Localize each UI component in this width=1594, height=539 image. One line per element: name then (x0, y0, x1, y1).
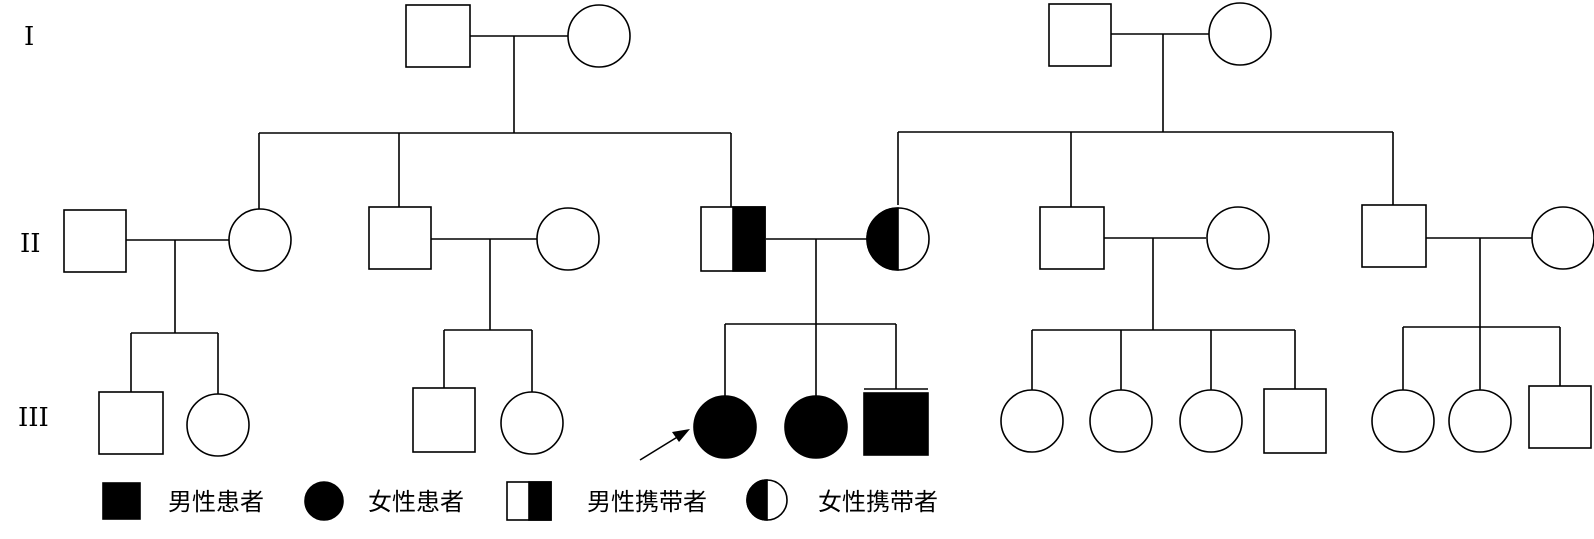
individual-II-1 (63, 209, 127, 273)
generation-label-1: I (24, 22, 34, 52)
individual-III-11 (1263, 388, 1327, 454)
individual-III-8 (1000, 389, 1064, 453)
individual-III-12 (1371, 389, 1435, 453)
legend-carrier-male-icon (506, 481, 552, 521)
individual-III-3 (412, 387, 476, 453)
individual-III-7 (863, 388, 929, 456)
individual-III-13 (1448, 389, 1512, 453)
individual-III-1 (98, 391, 164, 455)
legend-affected-male-label: 男性患者 (168, 488, 264, 516)
individual-II-2 (228, 208, 292, 272)
pedigree-lines (126, 33, 1561, 396)
individual-III-6 (784, 395, 848, 459)
individual-II-4 (536, 207, 600, 271)
individual-III-5 (693, 395, 757, 459)
individual-II-7 (1039, 206, 1105, 270)
individual-I-3 (1048, 3, 1112, 67)
individual-II-10 (1531, 206, 1594, 270)
individual-II-6 (866, 207, 930, 271)
individual-II-8 (1206, 206, 1270, 270)
legend-affected-female-label: 女性患者 (368, 488, 464, 516)
individual-III-10 (1179, 389, 1243, 453)
individual-II-3 (368, 206, 432, 270)
individual-III-9 (1089, 389, 1153, 453)
generation-label-2: II (20, 229, 41, 259)
generation-label-3: III (18, 403, 49, 433)
legend-carrier-male-label: 男性携带者 (587, 488, 707, 516)
legend-affected-female-icon (304, 481, 344, 521)
individual-I-2 (567, 4, 631, 68)
individual-III-4 (500, 391, 564, 455)
individual-I-1 (405, 4, 471, 68)
individual-II-5 (700, 206, 766, 272)
legend-carrier-female-icon (746, 479, 788, 521)
legend-carrier-female-label: 女性携带者 (818, 488, 938, 516)
individual-II-9 (1361, 204, 1427, 268)
individual-III-14 (1528, 385, 1592, 449)
legend-affected-male-icon (102, 482, 141, 520)
individual-III-2 (186, 393, 250, 457)
individual-I-4 (1208, 2, 1272, 66)
proband-arrow-icon (639, 429, 690, 461)
legend: 男性患者 女性患者 男性携带者 女性携带者 (102, 479, 938, 521)
